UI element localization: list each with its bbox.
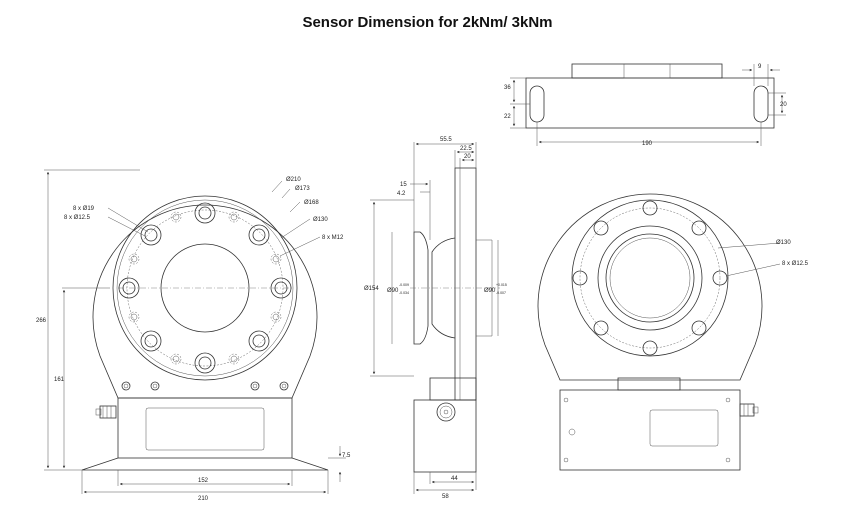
top-dim-9: 9: [758, 64, 762, 70]
front-dim-holes1: 8 x Ø19: [73, 206, 95, 212]
side-dim-d90b: Ø90: [484, 288, 496, 294]
rear-corner-screw-bl: [563, 457, 569, 463]
side-dimension-lines: [370, 142, 499, 494]
front-label-plate: [145, 407, 265, 451]
rear-dim-d130: Ø130: [776, 240, 791, 246]
rear-corner-screw-tr: [725, 397, 731, 403]
rear-hub-outer: [597, 225, 703, 331]
rear-base-block: [559, 389, 741, 471]
front-dim-foot: 7.5: [342, 453, 351, 459]
rear-hub-inner: [605, 233, 695, 323]
rear-screw: [568, 428, 576, 436]
rear-body-outline: [537, 193, 763, 381]
front-base-block: [117, 397, 293, 459]
rear-connector: [739, 403, 759, 417]
side-dim-d90a: Ø90: [387, 288, 399, 294]
rear-view: Ø130 8 x Ø12.5: [537, 193, 809, 471]
side-dim-d90a-tol-upper: -0.009: [399, 283, 409, 287]
front-view: Ø210 Ø173 Ø168 Ø130 8 x M12 8 x Ø19 8 x …: [36, 169, 351, 502]
side-view: 55.5 22.5 20 15 4.2 Ø154 Ø90 -0.009 -0.0…: [364, 137, 507, 500]
rear-bore: [609, 237, 691, 319]
side-dim-15: 15: [400, 182, 407, 188]
front-connector: [95, 405, 117, 419]
side-mount-block: [429, 377, 477, 401]
top-slot-right: [753, 85, 769, 123]
front-bolt-circle: [126, 209, 284, 367]
side-dim-d90b-tol-upper: +0.015: [496, 283, 507, 287]
front-dim-base-outer: 210: [198, 496, 209, 502]
front-center-bore: [160, 243, 250, 333]
top-dim-36: 36: [504, 85, 511, 91]
front-body-outline: [92, 204, 318, 399]
rear-flange: [571, 199, 729, 357]
side-dim-d90a-tol-lower: -0.034: [399, 291, 409, 295]
side-base-block: [413, 399, 477, 473]
front-mount-holes: [121, 381, 289, 391]
drawing-title: Sensor Dimension for 2kNm/ 3kNm: [302, 14, 553, 31]
side-dim-225: 22.5: [460, 146, 472, 152]
front-dim-d210: Ø210: [286, 177, 301, 183]
rear-label-plate: [649, 409, 719, 447]
rear-corner-screw-tl: [563, 397, 569, 403]
side-dim-58: 58: [442, 494, 449, 500]
front-dim-thread: 8 x M12: [322, 235, 344, 241]
top-dimension-lines: [510, 64, 786, 146]
top-dim-190: 190: [642, 141, 653, 147]
side-flange: [413, 231, 429, 345]
front-dimension-lines: [44, 169, 346, 494]
side-connector-inner: [439, 405, 453, 419]
side-connector-pin: [443, 409, 449, 415]
front-flange-inner: [116, 199, 294, 377]
side-dim-44: 44: [451, 476, 458, 482]
side-dim-42: 4.2: [397, 191, 406, 197]
top-dim-22: 22: [504, 114, 511, 120]
rear-holes: [572, 200, 728, 356]
top-raised-block: [571, 63, 723, 79]
front-dim-base-inner: 152: [198, 478, 209, 484]
top-dim-20: 20: [780, 102, 787, 108]
front-dim-d130: Ø130: [313, 217, 328, 223]
front-dim-height-total: 266: [36, 318, 47, 324]
side-connector-outer: [436, 402, 456, 422]
rear-bolt-circle: [579, 207, 721, 349]
side-dim-d90b-tol-lower: -0.007: [496, 291, 506, 295]
rear-corner-screw-br: [725, 457, 731, 463]
front-base-foot: [81, 457, 329, 471]
front-dim-holes2: 8 x Ø12.5: [64, 215, 91, 221]
front-large-holes: [118, 202, 292, 374]
front-dim-height-center: 161: [54, 377, 65, 383]
front-threaded-holes: [128, 211, 282, 365]
side-dim-555: 55.5: [440, 137, 452, 143]
front-dim-d168: Ø168: [304, 200, 319, 206]
front-leaders: [107, 180, 321, 257]
side-rotor-body: [454, 167, 477, 401]
rear-dim-holes: 8 x Ø12.5: [782, 261, 809, 267]
top-slot-left: [529, 85, 545, 123]
side-dim-20: 20: [464, 154, 471, 160]
top-base-plate: [525, 77, 775, 129]
front-flange-outer: [112, 195, 298, 381]
top-center-block: [623, 63, 671, 79]
front-dim-d173: Ø173: [295, 186, 310, 192]
top-view: 36 22 9 20 190: [504, 63, 787, 147]
side-dim-d154: Ø154: [364, 286, 379, 292]
